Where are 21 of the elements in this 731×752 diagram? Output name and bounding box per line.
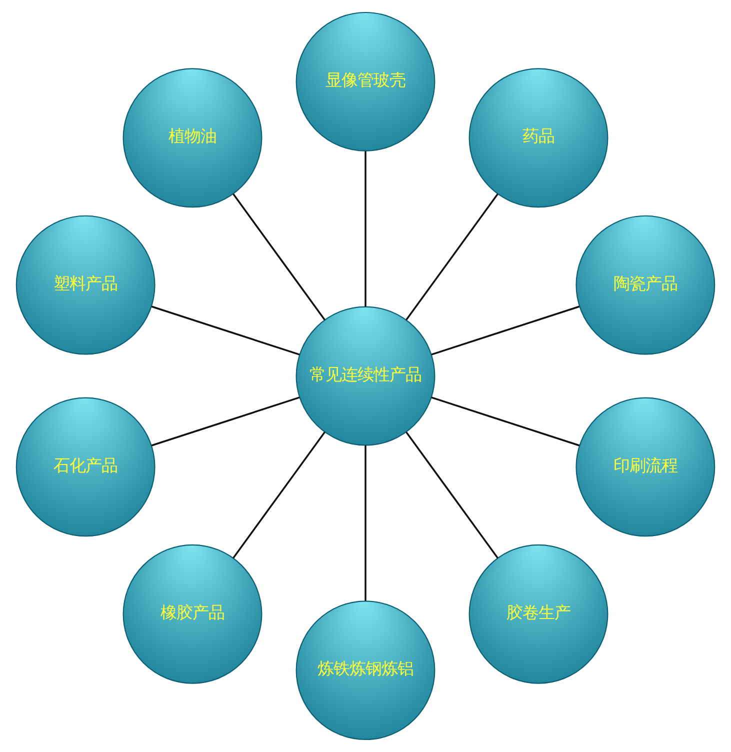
- connector: [364, 151, 366, 307]
- connector: [364, 445, 366, 601]
- node-circle: 橡胶产品: [122, 544, 262, 684]
- node-circle: 石化产品: [16, 397, 156, 537]
- connector: [431, 396, 580, 446]
- node-circle: 药品: [468, 68, 608, 208]
- connector: [151, 396, 300, 446]
- node-circle: 陶瓷产品: [576, 215, 716, 355]
- node-circle: 显像管玻壳: [296, 12, 436, 152]
- connector: [406, 432, 498, 558]
- node-circle: 印刷流程: [576, 397, 716, 537]
- node-circle: 胶卷生产: [468, 544, 608, 684]
- node-circle: 常见连续性产品: [296, 306, 436, 446]
- node-circle: 炼铁炼钢炼铝: [296, 600, 436, 740]
- connector: [431, 306, 580, 356]
- connector: [232, 432, 326, 558]
- connector: [232, 194, 326, 320]
- node-circle: 植物油: [122, 68, 262, 208]
- node-circle: 塑料产品: [16, 215, 156, 355]
- connector: [406, 194, 498, 320]
- connector: [151, 306, 300, 356]
